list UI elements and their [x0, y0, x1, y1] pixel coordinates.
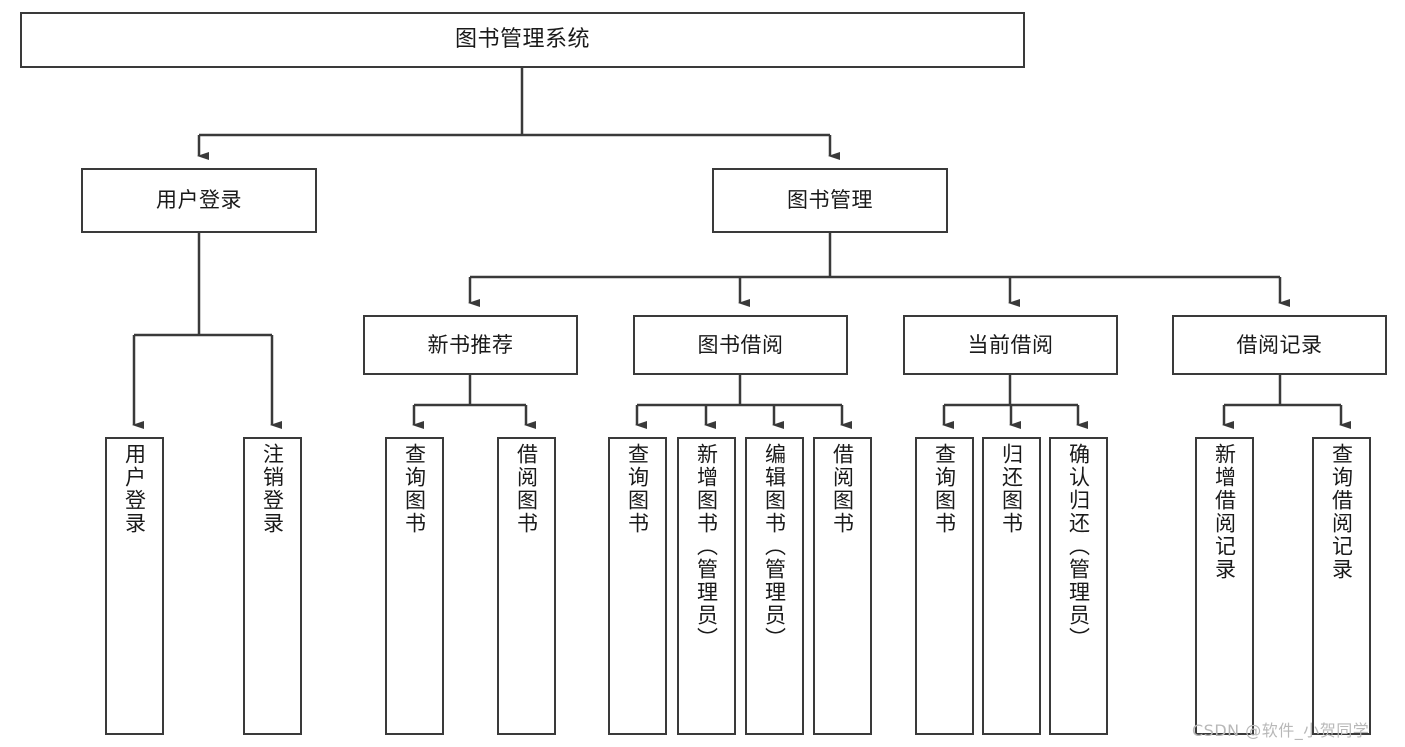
- watermark-text: CSDN @软件_小贺同学: [1192, 721, 1370, 740]
- node-label: 用户登录: [122, 443, 147, 535]
- leaf-current-return-book[interactable]: 归还图书: [982, 437, 1041, 735]
- node-label: 借阅记录: [1236, 332, 1323, 357]
- node-label: 当前借阅: [967, 332, 1054, 357]
- node-label: 归还图书: [999, 443, 1024, 535]
- node-label: 查询借阅记录: [1329, 443, 1354, 581]
- node-label: 查询图书: [932, 443, 957, 535]
- node-user-login[interactable]: 用户登录: [81, 168, 317, 233]
- leaf-borrow-add-book-admin[interactable]: 新增图书（管理员）: [677, 437, 736, 735]
- leaf-user-login-signout[interactable]: 注销登录: [243, 437, 302, 735]
- node-label: 确认归还（管理员）: [1066, 443, 1091, 650]
- node-label: 查询图书: [402, 443, 427, 535]
- node-label: 新增借阅记录: [1212, 443, 1237, 581]
- node-label: 查询图书: [625, 443, 650, 535]
- node-borrow-record[interactable]: 借阅记录: [1172, 315, 1387, 375]
- node-label: 用户登录: [156, 188, 242, 213]
- node-label: 图书管理系统: [454, 27, 590, 53]
- leaf-record-query-record[interactable]: 查询借阅记录: [1312, 437, 1371, 735]
- node-label: 图书管理: [787, 188, 873, 213]
- node-label: 编辑图书（管理员）: [762, 443, 787, 650]
- node-current-borrow[interactable]: 当前借阅: [903, 315, 1118, 375]
- leaf-record-add-record[interactable]: 新增借阅记录: [1195, 437, 1254, 735]
- node-book-management[interactable]: 图书管理: [712, 168, 948, 233]
- node-book-borrow[interactable]: 图书借阅: [633, 315, 848, 375]
- node-label: 借阅图书: [830, 443, 855, 535]
- leaf-borrow-query-book[interactable]: 查询图书: [608, 437, 667, 735]
- leaf-recommend-query-book[interactable]: 查询图书: [385, 437, 444, 735]
- node-label: 新书推荐: [427, 332, 514, 357]
- node-label: 借阅图书: [514, 443, 539, 535]
- leaf-current-query-book[interactable]: 查询图书: [915, 437, 974, 735]
- node-root-system[interactable]: 图书管理系统: [20, 12, 1025, 68]
- node-label: 新增图书（管理员）: [694, 443, 719, 650]
- node-label: 图书借阅: [697, 332, 784, 357]
- leaf-recommend-borrow-book[interactable]: 借阅图书: [497, 437, 556, 735]
- leaf-borrow-edit-book-admin[interactable]: 编辑图书（管理员）: [745, 437, 804, 735]
- node-label: 注销登录: [260, 443, 285, 535]
- leaf-user-login-signin[interactable]: 用户登录: [105, 437, 164, 735]
- node-new-book-recommend[interactable]: 新书推荐: [363, 315, 578, 375]
- leaf-current-confirm-return-admin[interactable]: 确认归还（管理员）: [1049, 437, 1108, 735]
- leaf-borrow-borrow-book[interactable]: 借阅图书: [813, 437, 872, 735]
